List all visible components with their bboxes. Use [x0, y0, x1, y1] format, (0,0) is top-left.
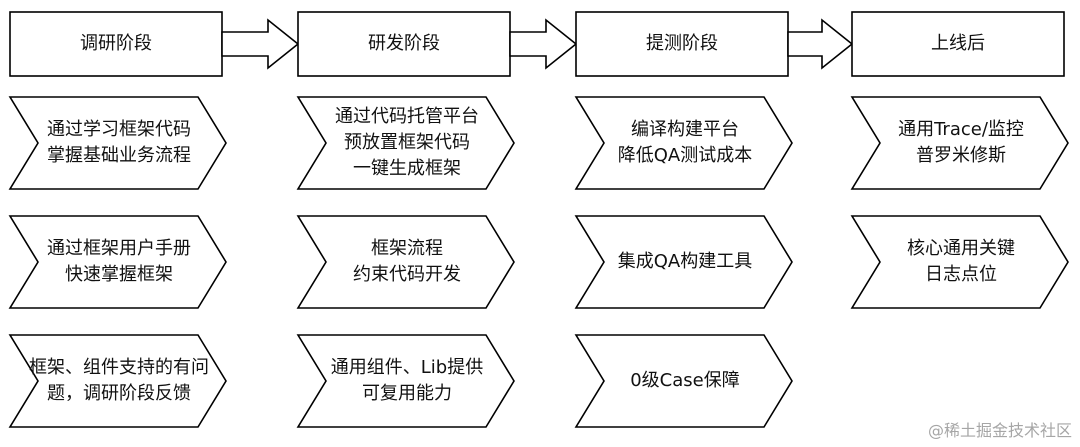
step-chevron [850, 215, 1069, 309]
step-chevron [296, 334, 515, 428]
watermark-text: @稀土掘金技术社区 [927, 421, 1072, 440]
stage-header-box [9, 11, 223, 77]
step-chevron [574, 215, 793, 309]
step-chevron [8, 215, 227, 309]
step-chevron [8, 96, 227, 190]
step-chevron [296, 96, 515, 190]
step-chevron [574, 334, 793, 428]
stage-header-box [851, 11, 1065, 77]
stage-arrow [221, 18, 300, 70]
stage-arrow [509, 18, 578, 70]
stage-header-box [297, 11, 511, 77]
step-chevron [296, 215, 515, 309]
step-chevron [574, 96, 793, 190]
step-chevron [850, 96, 1069, 190]
stage-arrow [787, 18, 854, 70]
step-chevron [8, 334, 227, 428]
stage-header-box [575, 11, 789, 77]
